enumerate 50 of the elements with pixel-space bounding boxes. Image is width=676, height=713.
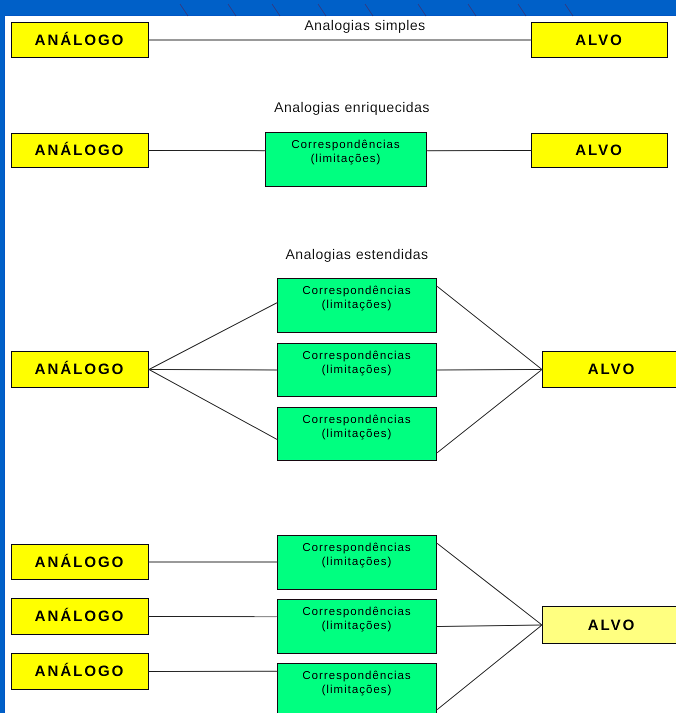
correspondence-box	[277, 407, 437, 461]
connector-line	[148, 150, 266, 152]
correspondence-box	[277, 599, 437, 654]
box-text: Correspondências (limitações)	[301, 669, 413, 697]
correspondence-box	[277, 535, 437, 590]
connector-line	[436, 624, 542, 627]
connector-line	[148, 369, 278, 370]
concept-box	[531, 133, 668, 168]
concept-box	[531, 22, 668, 58]
concept-box	[11, 133, 149, 168]
target-box	[542, 606, 676, 644]
connector-line	[148, 369, 278, 440]
box-label: ANÁLOGO	[34, 361, 126, 378]
box-label: ANÁLOGO	[34, 608, 126, 625]
section-title: Analogias simples	[302, 17, 428, 33]
connector-line	[436, 369, 542, 370]
box-label: ALVO	[575, 32, 624, 48]
box-label: ANÁLOGO	[34, 663, 126, 680]
box-text: Correspondências (limitações)	[290, 138, 402, 166]
concept-box	[11, 653, 149, 690]
concept-box	[11, 544, 149, 580]
connector-line	[436, 369, 542, 454]
box-label: ANÁLOGO	[34, 142, 126, 159]
connector-line	[148, 302, 278, 370]
connector-line	[436, 286, 542, 370]
connector-line	[436, 542, 542, 626]
box-label: ALVO	[575, 142, 624, 159]
concept-box	[11, 22, 149, 58]
concept-box	[11, 598, 149, 635]
connector-line	[436, 624, 542, 710]
connector-line	[148, 616, 278, 618]
box-label: ALVO	[588, 361, 636, 378]
connector-line	[148, 561, 278, 562]
box-text: Correspondências (limitações)	[301, 605, 413, 633]
concept-box	[11, 351, 149, 388]
box-text: Correspondências (limitações)	[301, 541, 413, 569]
section-title: Analogias enriquecidas	[272, 99, 432, 115]
connector-line	[148, 670, 278, 672]
box-label: ALVO	[588, 616, 636, 634]
box-text: Correspondências (limitações)	[301, 284, 413, 312]
connector-line	[426, 150, 532, 152]
correspondence-box	[265, 132, 427, 187]
correspondence-box	[277, 278, 437, 333]
correspondence-box	[277, 663, 437, 713]
box-label: ANÁLOGO	[34, 554, 126, 570]
box-label: ANÁLOGO	[34, 32, 126, 48]
box-text: Correspondências (limitações)	[301, 349, 413, 377]
correspondence-box	[277, 343, 437, 397]
box-text: Correspondências (limitações)	[301, 413, 413, 441]
concept-box	[542, 351, 676, 388]
